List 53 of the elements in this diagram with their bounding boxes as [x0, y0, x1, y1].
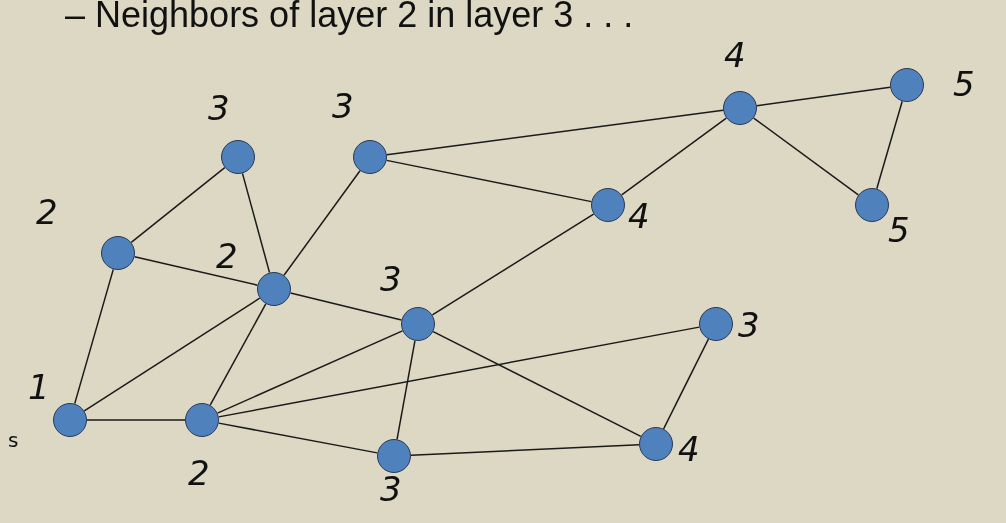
edge-line	[73, 268, 115, 405]
edge-line	[432, 330, 642, 438]
edge-line	[241, 172, 271, 274]
edge-line	[133, 256, 259, 286]
graph-vertex	[221, 140, 255, 174]
bullet-text: – Neighbors of layer 2 in layer 3 . . .	[65, 0, 634, 36]
edge-line	[385, 159, 593, 203]
graph-vertex	[723, 91, 757, 125]
edge-line	[283, 170, 361, 276]
vertex-name: s	[8, 430, 19, 450]
layer-number: 3	[332, 89, 354, 123]
graph-vertex	[101, 236, 135, 270]
layer-number: 2	[36, 195, 58, 229]
graph-vertex	[591, 188, 625, 222]
layer-number: 3	[738, 308, 760, 342]
layer-number: 5	[953, 67, 975, 101]
layer-number: 4	[724, 38, 746, 72]
edge-line	[86, 419, 186, 421]
edge-line	[662, 338, 710, 430]
graph-vertex	[639, 427, 673, 461]
edge-line	[396, 340, 416, 440]
layer-number: 2	[188, 456, 210, 490]
graph-vertex	[185, 403, 219, 437]
graph-vertex	[855, 188, 889, 222]
graph-vertex	[699, 307, 733, 341]
edge-line	[876, 100, 903, 190]
layer-number: 5	[888, 213, 910, 247]
edge-line	[410, 444, 640, 456]
edge-line	[620, 117, 728, 196]
edge-line	[386, 109, 724, 156]
graph-vertex	[353, 140, 387, 174]
layer-number: 2	[216, 239, 238, 273]
layer-number: 1	[28, 370, 50, 404]
edge-line	[83, 297, 261, 412]
layer-number: 3	[380, 262, 402, 296]
edge-line	[130, 166, 226, 244]
graph-vertex	[377, 439, 411, 473]
edge-line	[209, 303, 267, 406]
graph-vertex	[53, 403, 87, 437]
edge-line	[217, 326, 701, 418]
graph-vertex	[890, 68, 924, 102]
edge-line	[431, 213, 595, 316]
edge-line	[756, 86, 891, 107]
layer-number: 3	[380, 472, 402, 506]
edge-line	[216, 330, 404, 414]
layer-number: 3	[208, 91, 230, 125]
edge-line	[289, 292, 403, 321]
edge-line	[752, 117, 860, 196]
edge-line	[217, 422, 379, 454]
layer-number: 4	[628, 199, 650, 233]
graph-vertex	[401, 307, 435, 341]
layer-number: 4	[678, 432, 700, 466]
graph-vertex	[257, 272, 291, 306]
